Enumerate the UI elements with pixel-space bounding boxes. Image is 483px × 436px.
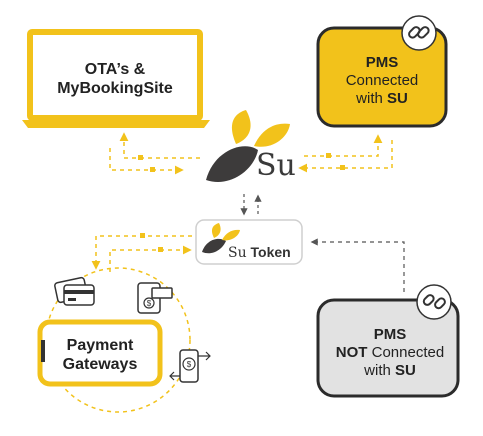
pms-not-connected-label: PMS NOT Connected with SU: [322, 326, 458, 380]
broken-chain-icon: [416, 284, 452, 320]
pms-not-connected-box: [316, 298, 460, 398]
connector-pms2-token: [310, 238, 405, 292]
su-token-label: Su Token: [228, 244, 291, 261]
pms-connected-label: PMS Connected with SU: [322, 54, 442, 108]
pms-not-connected-line3-bold: SU: [395, 362, 416, 379]
credit-cards-icon: [54, 276, 95, 306]
su-logo-word: Su: [256, 148, 296, 183]
pms-not-connected-line2-bold: NOT: [335, 344, 368, 361]
chain-link-icon: [401, 15, 437, 51]
svg-text:$: $: [187, 360, 192, 369]
pms-not-connected-line1: PMS: [373, 326, 407, 343]
connector-ota-su: [109, 132, 200, 175]
su-token-box: [195, 219, 303, 265]
connector-su-token: [240, 194, 262, 216]
pms-connected-line3-prefix: with: [356, 90, 387, 107]
pms-not-connected-line3: with SU: [322, 362, 458, 380]
su-logo-mark: [206, 110, 290, 182]
payment-line1: Payment: [66, 337, 134, 354]
connector-pms-su: [298, 134, 393, 173]
payment-gateways-label: Payment Gateways: [40, 336, 160, 374]
ota-label: OTA’s & MyBookingSite: [40, 60, 190, 98]
pos-terminal-icon: $: [137, 282, 173, 314]
pms-not-connected-line3-prefix: with: [364, 362, 395, 379]
ota-line1: OTA’s &: [84, 61, 146, 78]
pms-connected-line3: with SU: [322, 90, 442, 108]
pms-not-connected-line2-rest: Connected: [367, 344, 445, 361]
ota-line2: MyBookingSite: [57, 80, 173, 98]
mobile-payment-icon: $: [169, 349, 211, 383]
connector-token-payment: [91, 233, 192, 272]
payment-line2: Gateways: [62, 356, 138, 374]
pms-connected-line1: PMS: [365, 54, 399, 71]
pms-connected-line2: Connected: [345, 72, 419, 89]
pms-connected-box: [316, 26, 448, 128]
svg-text:$: $: [147, 299, 152, 308]
su-token-token: Token: [250, 244, 291, 260]
su-token-su: Su: [228, 245, 247, 261]
payment-box: [37, 319, 163, 387]
pms-not-connected-line2: NOT Connected: [322, 344, 458, 362]
pms-connected-line3-bold: SU: [387, 90, 408, 107]
ota-laptop: [22, 29, 210, 128]
